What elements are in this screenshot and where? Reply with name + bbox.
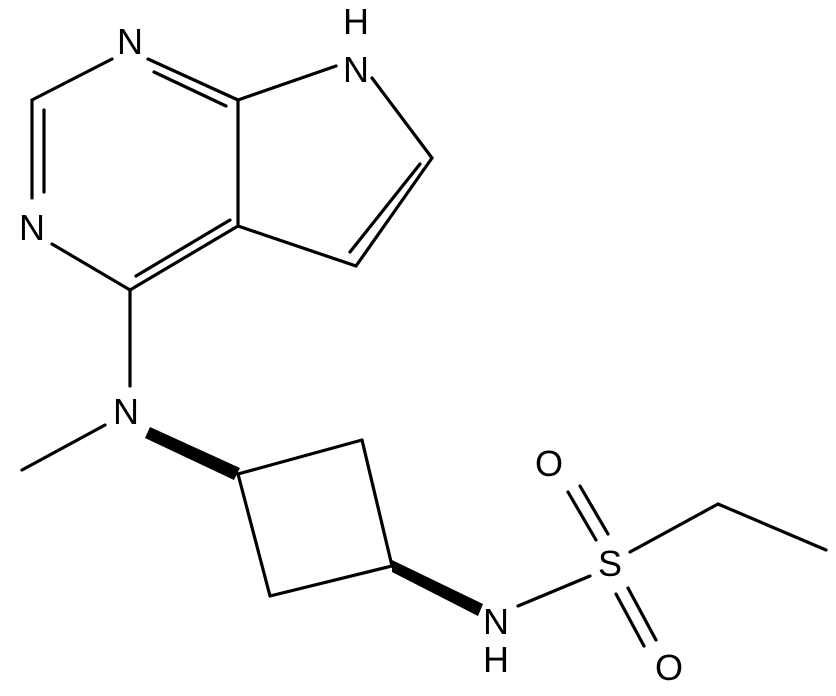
atom-o-bottom-label: O [655, 647, 683, 688]
wedge-namine-c1 [145, 427, 240, 480]
bond-n7-c6 [370, 76, 434, 160]
bond-s-o-bottom-b [626, 586, 658, 642]
bond-s-o-top-b [578, 484, 610, 536]
bond-cb-c3-c4 [268, 564, 394, 598]
atom-n3-label: N [19, 207, 45, 248]
bond-cb-c1-c2 [236, 438, 364, 476]
bond-s-ch2 [628, 502, 720, 554]
bond-n1-c7a-inner [152, 70, 228, 108]
bond-namine-methyl [20, 423, 107, 472]
atom-o-top-label: O [535, 443, 563, 484]
bond-ch2-ch3 [716, 502, 828, 552]
bond-n1-c2 [30, 57, 114, 102]
bond-n1-c7a [146, 57, 240, 102]
bond-nh-s [516, 574, 592, 608]
wedge-c3-nh [392, 560, 483, 616]
atom-h7-label: H [343, 1, 369, 42]
bond-cb-c4-c1 [236, 472, 272, 598]
bond-c6-c5 [354, 156, 434, 268]
bond-c4-c4a-inner [134, 218, 232, 278]
bond-c4-c4a [128, 224, 240, 292]
atom-nh-n-label: N [483, 601, 509, 642]
bond-s-o-bottom-a [614, 592, 646, 648]
bond-c5-c4a [236, 224, 358, 268]
bond-c7a-n7 [236, 64, 338, 102]
atom-n1-label: N [117, 21, 143, 62]
atom-namine-label: N [113, 391, 139, 432]
atom-s-label: S [598, 543, 622, 584]
bond-s-o-top-a [566, 490, 598, 542]
bond-n3-c4 [50, 242, 132, 292]
atom-nh-h-label: H [483, 639, 509, 680]
atom-n7-label: N [343, 49, 369, 90]
bond-c6-c5-inner [348, 162, 422, 254]
bond-cb-c2-c3 [360, 438, 394, 568]
